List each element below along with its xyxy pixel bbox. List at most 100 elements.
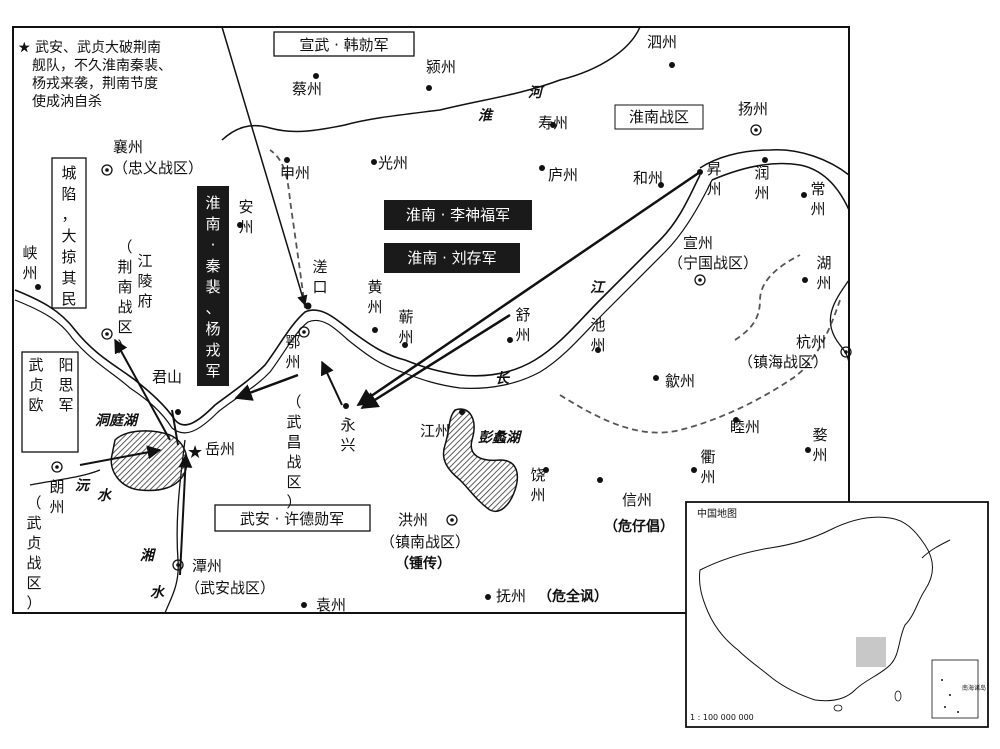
xiang-shui-label: 水 — [150, 584, 165, 601]
south-sea-box — [931, 659, 979, 719]
yongxing-dot — [343, 403, 349, 409]
xinzhou-dot — [597, 477, 603, 483]
ezhou-label: 鄂州 — [285, 333, 300, 371]
inset-scale: 1 : 100 000 000 — [690, 713, 754, 722]
yangtze-mouth — [711, 162, 850, 211]
boundary-south — [559, 299, 841, 434]
qin-label-box — [197, 186, 229, 386]
changzhou-label: 常州 — [810, 180, 825, 218]
runzhou-dot — [762, 157, 768, 163]
tanzhou-label: 潭州 — [192, 557, 222, 575]
xiazhou-dot — [35, 284, 41, 290]
anzhou-label: 安州 — [238, 198, 253, 236]
chizhou-label: 池州 — [590, 316, 605, 354]
china-northeast — [921, 539, 951, 559]
xuanwu-label-box — [273, 31, 415, 57]
xuanzhou-label: 宣州 — [683, 234, 713, 252]
guangzhou-dot — [371, 159, 377, 165]
huangzhou-label: 黄州 — [367, 278, 382, 316]
note-line-3: 杨戎来袭，荆南节度 — [32, 76, 158, 92]
arrow-yongxing — [320, 360, 343, 406]
huai-river — [221, 26, 641, 141]
arrow-xuanwu — [221, 26, 308, 307]
fallen-label: 城陷，大掠其民 — [61, 164, 76, 308]
wuzhou-label: 婺州 — [812, 426, 827, 464]
huainan-zone-box — [614, 104, 704, 130]
shezhou-dot — [653, 375, 659, 381]
hongzhou-ruler: （锺传） — [395, 555, 451, 572]
arrow-wuzhen — [79, 445, 162, 466]
hainan-outline — [833, 704, 843, 712]
yuan-river — [29, 469, 101, 486]
arrow-junshan — [171, 409, 179, 446]
wuan-zone: （武安战区） — [185, 579, 275, 597]
inset-frame — [685, 501, 989, 728]
ezhou-dot — [302, 330, 306, 334]
yuanzhou-dot — [301, 602, 307, 608]
qizhou-label: 蕲州 — [398, 308, 413, 346]
jiangling-mark — [101, 328, 113, 340]
xuanzhou-mark — [694, 274, 706, 286]
coast-south — [829, 279, 850, 366]
note-line-4: 使成汭自杀 — [32, 93, 102, 110]
yuan-label: 沅 — [75, 477, 91, 494]
chizhou-dot — [595, 347, 601, 353]
dongting-lake — [110, 430, 188, 492]
muzhou-dot — [733, 417, 739, 423]
yangzhou-mark — [750, 124, 762, 136]
luzhou-label: 庐州 — [548, 166, 578, 184]
yongxing-label: 永兴 — [340, 416, 355, 454]
wuan-label-box — [214, 504, 371, 532]
yangzhou-label: 扬州 — [738, 100, 768, 118]
inset-map: 中国地图 南海诸岛 1 : 100 000 000 — [685, 501, 989, 728]
liu-label: 淮南 · 刘存军 — [407, 249, 496, 267]
zhenhai-zone: （镇海战区） — [738, 353, 828, 371]
langzhou-mark — [51, 461, 63, 473]
muzhou-label: 睦州 — [730, 418, 760, 436]
shengzhou-dot — [697, 169, 703, 175]
raozhou-dot — [543, 467, 549, 473]
li-label-box — [384, 200, 532, 230]
caizhou-dot — [313, 73, 319, 79]
wuan-label: 武安 · 许德勋军 — [240, 510, 344, 528]
yuezhou-star-icon: ★ — [187, 442, 203, 463]
shenzhou-dot — [284, 157, 290, 163]
taiwan-outline — [894, 690, 902, 702]
chang-label: 长 — [495, 371, 511, 387]
arrow-li — [356, 170, 701, 407]
region-highlight — [856, 637, 886, 667]
ezhou-mark — [298, 326, 310, 338]
hongzhou-label: 洪州 — [398, 511, 428, 529]
shengzhou-label: 昇州 — [706, 160, 721, 198]
pengli-label: 彭蠡湖 — [478, 429, 523, 446]
south-sea-island-4 — [957, 711, 959, 713]
zhongyi-zone: （忠义战区） — [113, 159, 203, 177]
huzhou-label: 湖州 — [816, 254, 831, 292]
wuchang-zone: （武昌战区） — [286, 393, 301, 511]
xiazhou-label: 峡州 — [22, 244, 37, 282]
arrow-wuan — [178, 453, 193, 576]
hezhou-dot — [658, 182, 664, 188]
he-label: 河 — [528, 85, 545, 101]
jiangzhou-label: 江州 — [420, 422, 450, 440]
quzhou-dot — [691, 467, 697, 473]
hangzhou-mark — [840, 346, 852, 358]
wuzhen-zone: （武贞战区） — [26, 494, 41, 612]
jingnan-zone: （荆南战区） — [117, 238, 132, 356]
wuzhou-dot — [805, 447, 811, 453]
quzhou-label: 衢州 — [700, 448, 715, 486]
luzhou-dot — [539, 165, 545, 171]
xiangzhou-mark — [101, 164, 113, 176]
ningguo-zone: （宁国战区） — [668, 254, 758, 272]
arrow-liu — [360, 313, 511, 410]
hongzhou-mark — [446, 514, 458, 526]
dongting-label: 洞庭湖 — [95, 412, 140, 429]
yangzhou-dot — [754, 128, 758, 132]
wuzhen-label-box — [21, 351, 79, 453]
china-outline — [699, 516, 933, 702]
shouzhou-label: 寿州 — [538, 114, 568, 132]
langzhou-label: 朗州 — [49, 478, 64, 516]
huangzhou-dot — [372, 327, 378, 333]
south-sea-island-3 — [944, 706, 946, 708]
xiangzhou-dot — [105, 168, 109, 172]
